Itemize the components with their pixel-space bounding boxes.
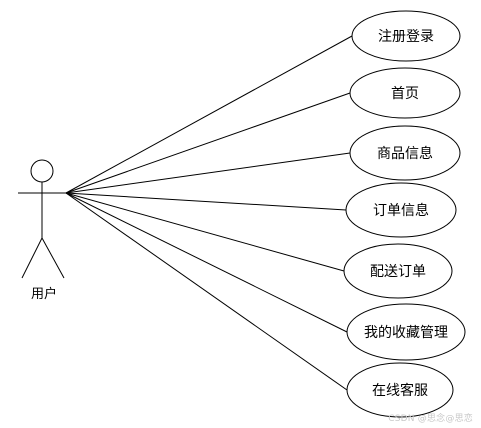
use-case-7-ellipse (346, 362, 454, 418)
use-case-7: 在线客服 (346, 362, 454, 418)
use-case-2-label: 首页 (391, 86, 419, 102)
actor-user: 用户 (18, 159, 66, 302)
use-case-2-ellipse (349, 67, 461, 119)
actor-left-leg (21, 237, 43, 279)
association-line-6 (65, 192, 348, 333)
actor-right-leg (41, 237, 65, 279)
use-case-7-label: 在线客服 (372, 382, 428, 399)
association-line-7 (65, 192, 348, 391)
actor-head (30, 159, 54, 183)
use-case-5: 配送订单 (343, 243, 453, 299)
use-case-1-ellipse (351, 10, 461, 62)
association-line-3 (65, 152, 351, 194)
use-case-3-label: 商品信息 (377, 145, 433, 162)
association-line-2 (65, 92, 351, 194)
use-case-4-ellipse (345, 182, 457, 238)
watermark: CSDN @思念@思恋 (388, 414, 473, 424)
use-case-6: 我的收藏管理 (346, 303, 466, 361)
association-line-5 (65, 192, 345, 272)
actor-label: 用户 (31, 286, 57, 302)
association-line-1 (65, 35, 353, 194)
use-case-4-label: 订单信息 (373, 202, 429, 219)
use-case-5-ellipse (343, 243, 453, 299)
use-case-6-ellipse (346, 303, 466, 361)
use-case-3: 商品信息 (349, 125, 461, 181)
use-case-6-label: 我的收藏管理 (364, 325, 448, 341)
use-case-1: 注册登录 (351, 10, 461, 62)
use-case-1-label: 注册登录 (378, 29, 434, 45)
association-lines (65, 35, 353, 391)
use-case-3-ellipse (349, 125, 461, 181)
use-case-2: 首页 (349, 67, 461, 119)
use-case-5-label: 配送订单 (370, 264, 426, 280)
association-line-4 (65, 192, 347, 211)
use-case-4: 订单信息 (345, 182, 457, 238)
